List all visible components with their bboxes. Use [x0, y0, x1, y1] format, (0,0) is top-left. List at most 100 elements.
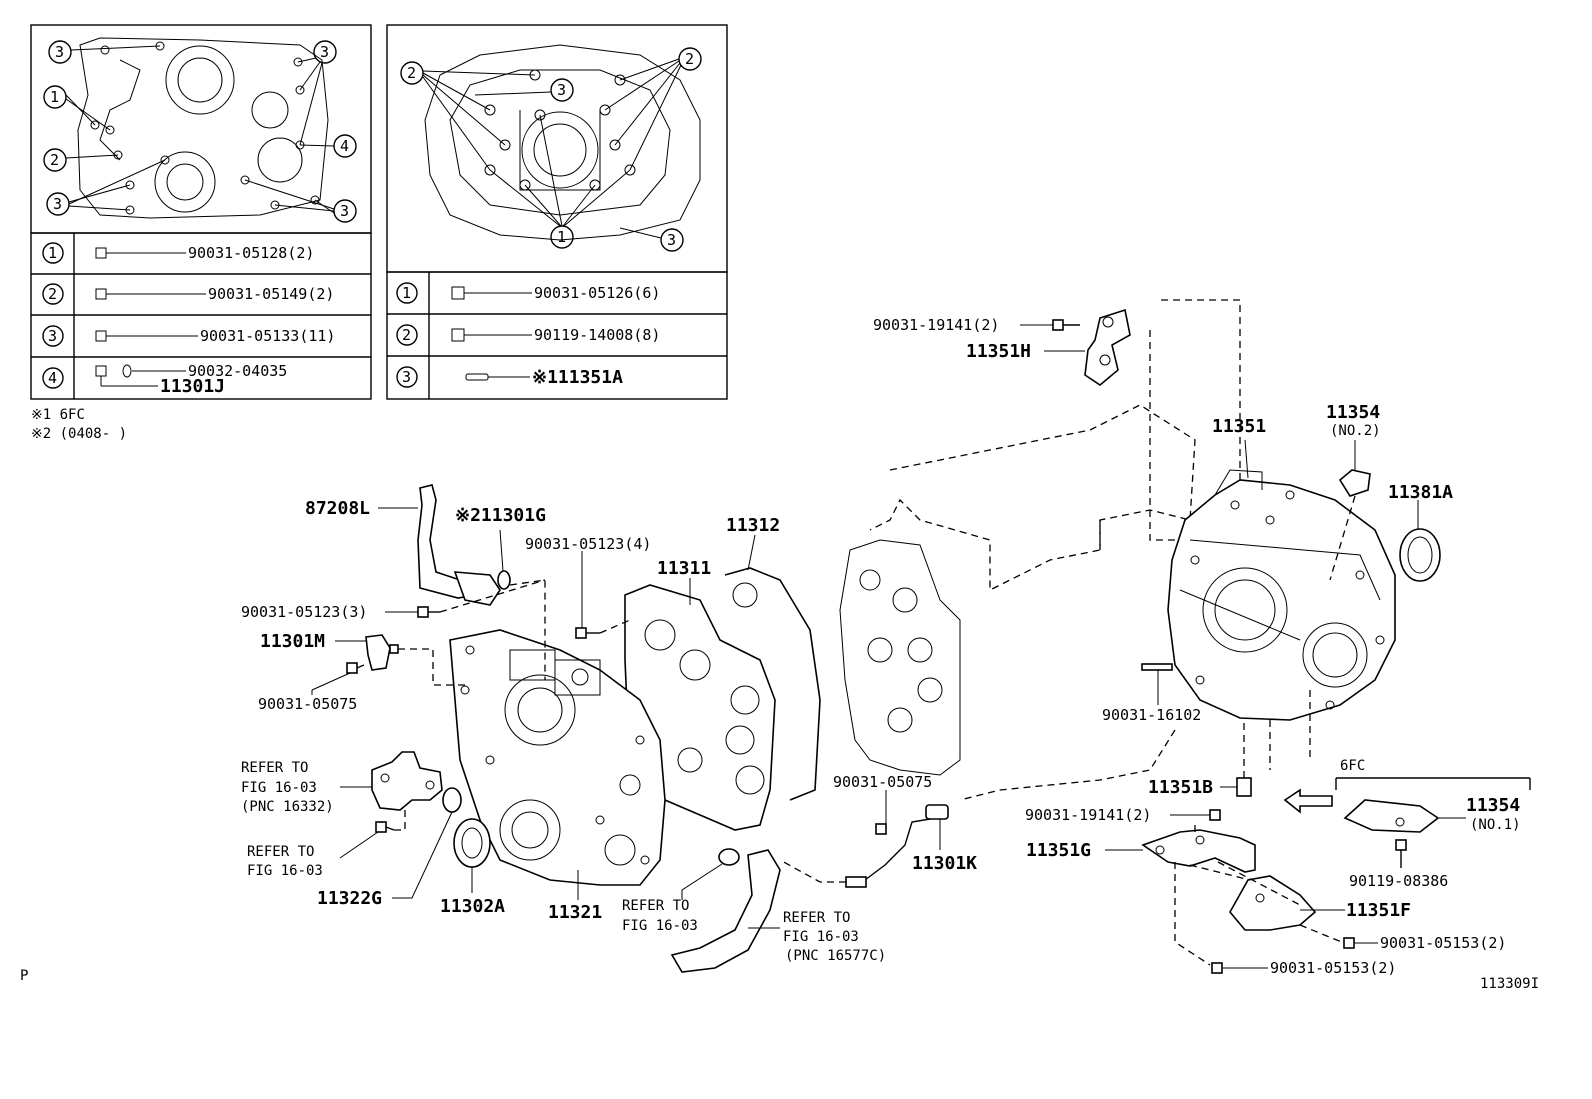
- part-11354-no2: [1338, 469, 1371, 497]
- label-11301K: 11301K: [912, 853, 977, 874]
- label-no2: (NO.2): [1330, 423, 1381, 439]
- label-refer4-c: (PNC 16577C): [785, 948, 886, 964]
- part-87208L-pipe: [417, 484, 501, 606]
- callout-1-bottom: 1: [550, 225, 574, 249]
- legend-right-part-1: 90031-05126(6): [534, 284, 660, 302]
- label-90031-05075-a: 90031-05075: [258, 695, 357, 713]
- svg-text:3: 3: [667, 231, 676, 249]
- label-refer4-a: REFER TO: [783, 910, 850, 926]
- label-11311: 11311: [657, 558, 711, 579]
- callout-2: 2: [43, 148, 67, 172]
- svg-text:1: 1: [48, 244, 57, 262]
- label-11351H: 11351H: [966, 341, 1031, 362]
- callout-4: 4: [333, 134, 357, 158]
- inset-right: 2 2 3 1 3 1 90031-05126(6) 2 90119-14008…: [386, 24, 728, 400]
- svg-text:3: 3: [340, 202, 349, 220]
- part-11301M-sensor: [365, 634, 399, 671]
- legend-left-part-4: 90032-04035: [188, 362, 287, 380]
- legend-left-part-1: 90031-05128(2): [188, 244, 314, 262]
- svg-text:2: 2: [402, 326, 411, 344]
- svg-text:4: 4: [340, 137, 349, 155]
- label-90031-05123-3: 90031-05123(3): [241, 603, 367, 621]
- label-90031-05153-a: 90031-05153(2): [1380, 934, 1506, 952]
- svg-text:4: 4: [48, 369, 57, 387]
- callout-3-bottomright: 3: [660, 228, 684, 252]
- label-90031-19141-top: 90031-19141(2): [873, 316, 999, 334]
- svg-text:3: 3: [557, 81, 566, 99]
- inset-left: 3 3 1 4 2 3 3 1 90031-05128(2) 2: [30, 24, 372, 400]
- label-90031-05075-b: 90031-05075: [833, 773, 932, 791]
- part-11301G-oring: [497, 570, 511, 590]
- label-11302A: 11302A: [440, 896, 505, 917]
- part-11322G-oring: [442, 787, 462, 813]
- part-11351G-bracket: [1141, 829, 1256, 873]
- label-refer2-a: REFER TO: [247, 844, 314, 860]
- label-refer2-b: FIG 16-03: [247, 863, 323, 879]
- bolt-90031-05075-a: [346, 662, 365, 674]
- figure-code: 113309I: [1480, 976, 1539, 992]
- corner-letter: P: [20, 968, 28, 984]
- bolt-90031-19141-bottom: [1209, 809, 1221, 821]
- part-refer-16332: [371, 751, 443, 811]
- label-refer4-b: FIG 16-03: [783, 929, 859, 945]
- label-refer1-b: FIG 16-03: [241, 780, 317, 796]
- label-no1: (NO.1): [1470, 817, 1521, 833]
- label-11351: 11351: [1212, 416, 1266, 437]
- label-90031-19141-bottom: 90031-19141(2): [1025, 806, 1151, 824]
- part-11351-flywheel-housing: [1167, 469, 1396, 721]
- svg-text:3: 3: [53, 195, 62, 213]
- label-refer1-a: REFER TO: [241, 760, 308, 776]
- svg-text:2: 2: [50, 151, 59, 169]
- legend-left-part-4b: 11301J: [160, 376, 225, 397]
- note-1: ※1 6FC: [31, 407, 85, 423]
- label-11312: 11312: [726, 515, 780, 536]
- part-11302A-seal: [453, 818, 491, 868]
- part-11354-no1: [1343, 799, 1440, 833]
- svg-text:3: 3: [48, 327, 57, 345]
- label-refer3-a: REFER TO: [622, 898, 689, 914]
- bolt-90119-08386: [1395, 839, 1407, 868]
- legend-left-part-3: 90031-05133(11): [200, 327, 335, 345]
- label-refer3-b: FIG 16-03: [622, 918, 698, 934]
- svg-text:3: 3: [402, 368, 411, 386]
- label-90031-16102: 90031-16102: [1102, 706, 1201, 724]
- callout-3-center: 3: [550, 78, 574, 102]
- stud-90031-16102: [1141, 663, 1173, 671]
- svg-text:1: 1: [557, 228, 566, 246]
- label-11351F: 11351F: [1346, 900, 1411, 921]
- bolt-90031-05153-b: [1211, 962, 1223, 974]
- note-2: ※2 (0408- ): [31, 426, 127, 442]
- legend-right-part-3: ※111351A: [532, 367, 623, 388]
- label-90119-08386: 90119-08386: [1349, 872, 1448, 890]
- label-11354-no2: 11354: [1326, 402, 1380, 423]
- legend-left-part-2: 90031-05149(2): [208, 285, 334, 303]
- bolt-90031-05075-b: [875, 823, 887, 835]
- bolt-refer2: [375, 821, 395, 833]
- callout-3-topright: 3: [313, 40, 337, 64]
- svg-text:1: 1: [402, 284, 411, 302]
- bolt-90031-19141-top: [1052, 319, 1080, 331]
- part-11351B: [1236, 777, 1252, 797]
- arrow-6fc: [1283, 788, 1333, 814]
- label-6fc: 6FC: [1340, 758, 1365, 774]
- part-11351F-bracket: [1229, 875, 1317, 931]
- label-11321: 11321: [548, 902, 602, 923]
- label-11301M: 11301M: [260, 631, 325, 652]
- part-11381A-seal: [1399, 528, 1441, 582]
- label-11351G: 11351G: [1026, 840, 1091, 861]
- label-11301G: ※211301G: [455, 505, 546, 526]
- label-90031-05123-4: 90031-05123(4): [525, 535, 651, 553]
- label-11354-no1: 11354: [1466, 795, 1520, 816]
- svg-text:1: 1: [50, 88, 59, 106]
- callout-3-bottomleft: 3: [46, 192, 70, 216]
- legend-right-part-2: 90119-14008(8): [534, 326, 660, 344]
- engine-plate-ghost: [839, 539, 961, 776]
- bolt-90031-05123-3: [417, 606, 440, 618]
- part-11301K-sensor: [845, 804, 949, 888]
- svg-text:3: 3: [320, 43, 329, 61]
- callout-3-bottomright: 3: [333, 199, 357, 223]
- callout-3-topleft: 3: [48, 40, 72, 64]
- part-11351H-bracket: [1084, 308, 1131, 386]
- svg-text:3: 3: [55, 43, 64, 61]
